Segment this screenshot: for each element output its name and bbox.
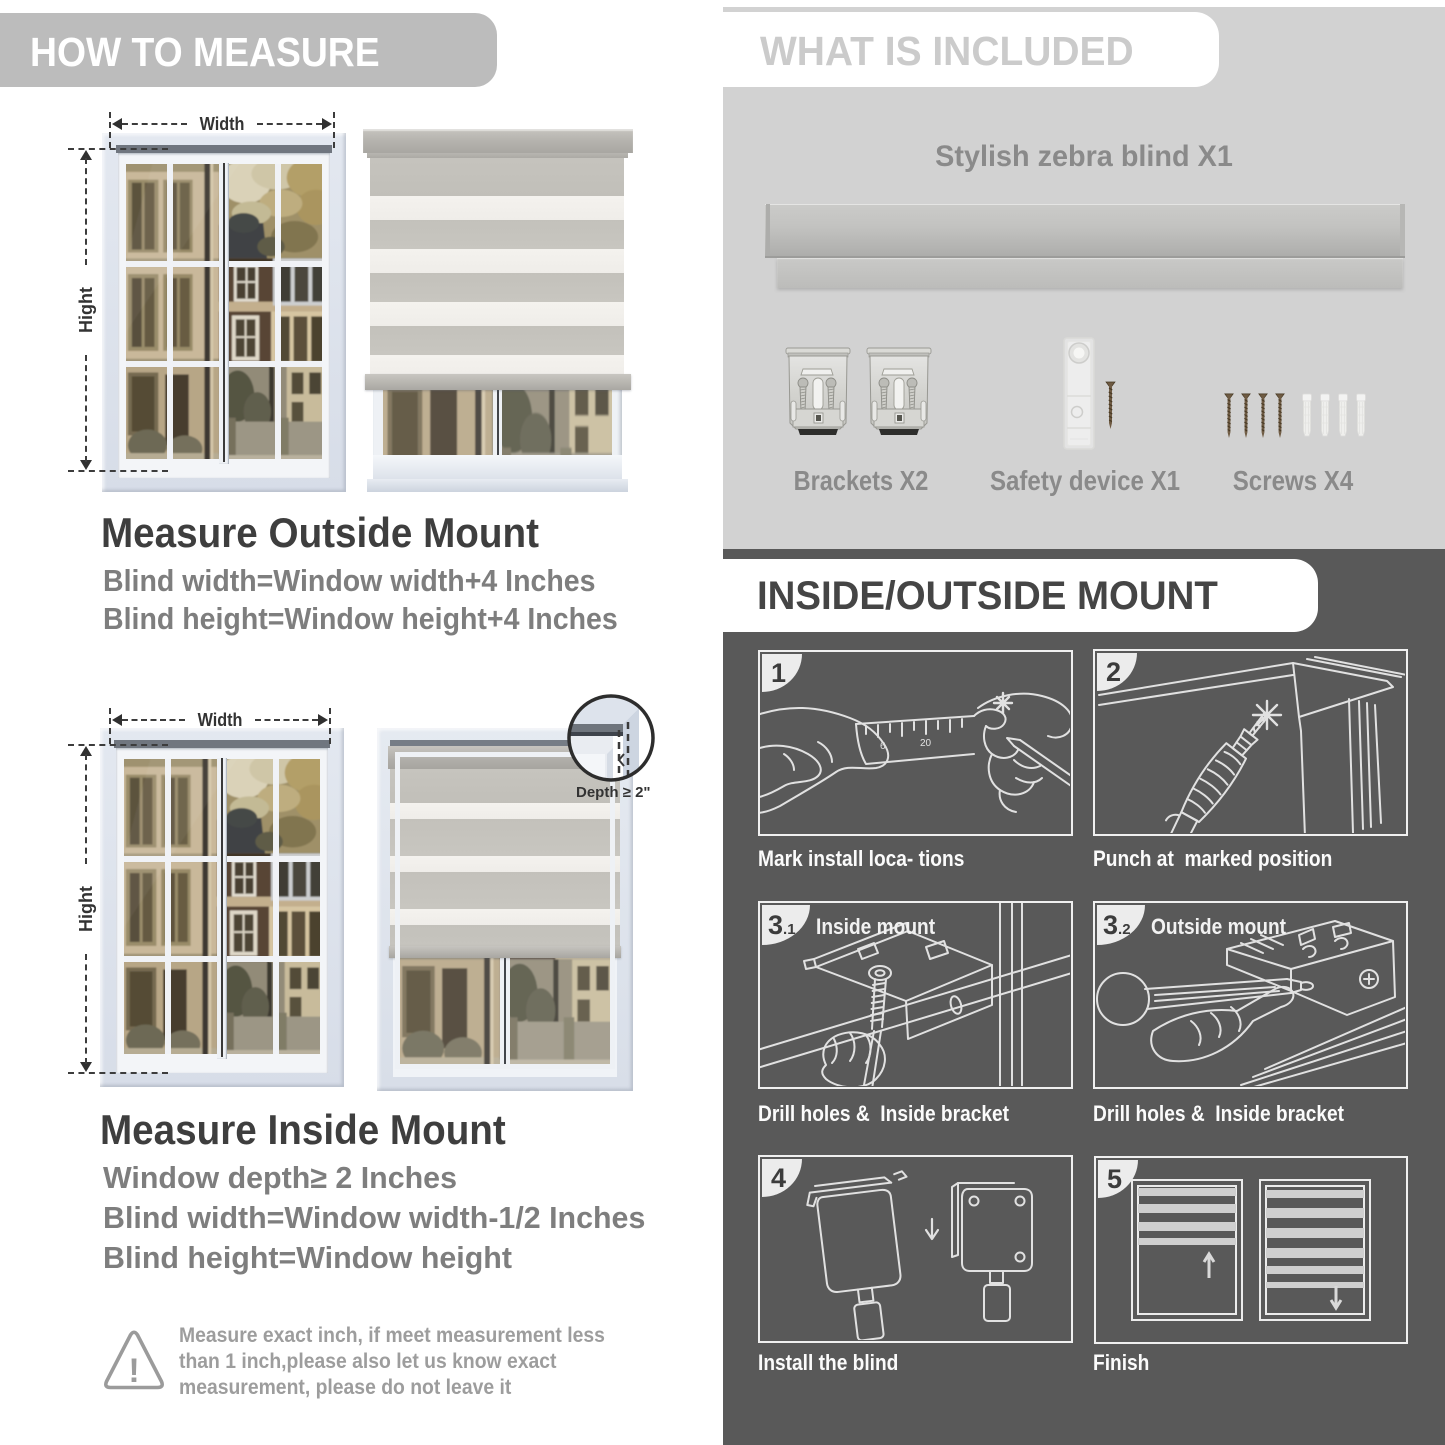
svg-text:!: ! (128, 1352, 139, 1390)
svg-text:6: 6 (880, 741, 886, 752)
svg-text:20: 20 (920, 738, 932, 749)
